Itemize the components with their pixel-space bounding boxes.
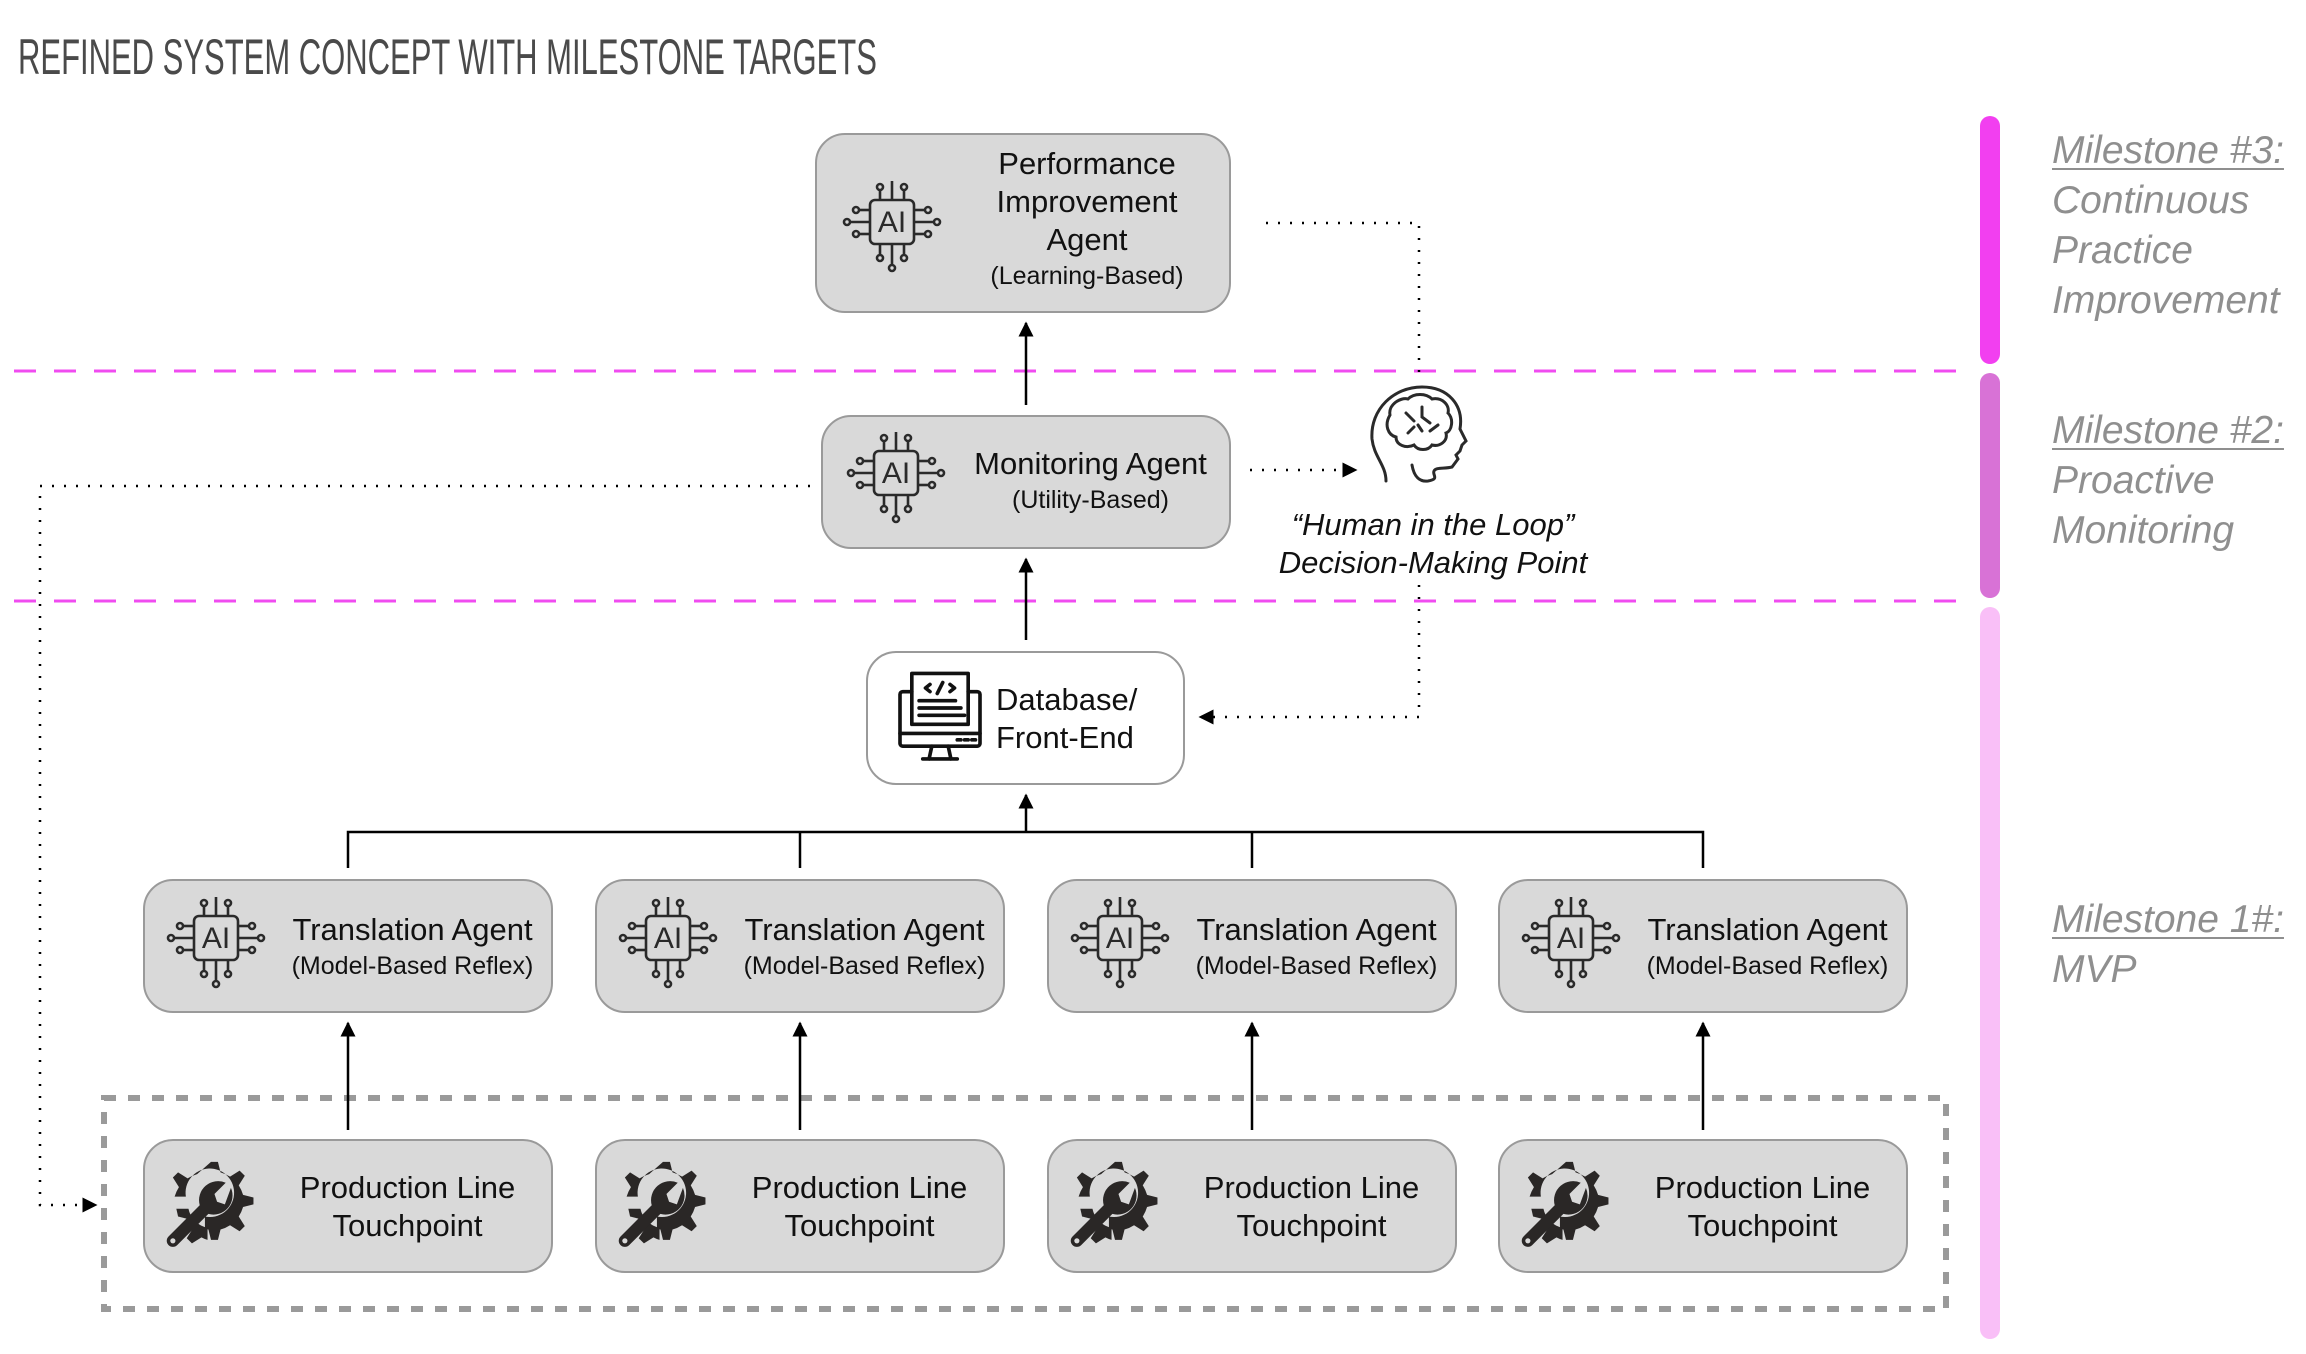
agent-title: Translation Agent (1647, 912, 1888, 947)
agent-subtitle: (Model-Based Reflex) (1195, 952, 1438, 980)
agent-subtitle: (Model-Based Reflex) (291, 952, 534, 980)
production-title-line: Production Line (1203, 1170, 1420, 1205)
production-title-line: Touchpoint (1236, 1208, 1387, 1243)
milestone-line: Practice (2052, 229, 2193, 272)
translation-agent-box[interactable]: AI Translation Agent (Model-Based Reflex… (1498, 879, 1908, 1013)
database-title-line: Front-End (996, 720, 1134, 755)
human-brain-icon (1370, 385, 1468, 483)
agent-subtitle: (Model-Based Reflex) (1646, 952, 1889, 980)
monitoring-agent-box[interactable]: AI Monitoring Agent (Utility-Based) (821, 415, 1231, 549)
production-line-touchpoint-box[interactable]: Production Line Touchpoint (1498, 1139, 1908, 1273)
dotted-arrow-monitoring-to-production (38, 484, 810, 1213)
svg-text:AI: AI (1106, 922, 1134, 955)
svg-text:AI: AI (654, 922, 682, 955)
database-title-line: Database/ (996, 682, 1138, 717)
agent-title: Monitoring Agent (974, 446, 1207, 481)
milestone-line: Improvement (2052, 279, 2280, 322)
ai-chip-icon: AI (1516, 897, 1626, 997)
milestone-1-bar (1980, 607, 2000, 1339)
ai-chip-icon: AI (1065, 897, 1175, 997)
agent-title-line: Agent (1046, 222, 1128, 257)
milestone-1-label: Milestone 1#: MVP (2052, 895, 2284, 995)
agent-title: Translation Agent (744, 912, 985, 947)
production-title-line: Production Line (751, 1170, 968, 1205)
production-title-line: Touchpoint (332, 1208, 483, 1243)
milestone-heading: Milestone 1#: (2052, 898, 2284, 941)
production-title-line: Touchpoint (784, 1208, 935, 1243)
gear-wrench-icon (611, 1155, 715, 1259)
milestone-line: Monitoring (2052, 509, 2235, 552)
milestone-2-label: Milestone #2: Proactive Monitoring (2052, 406, 2284, 556)
milestone-heading: Milestone #3: (2052, 129, 2284, 172)
gear-wrench-icon (1063, 1155, 1167, 1259)
production-line-touchpoint-box[interactable]: Production Line Touchpoint (595, 1139, 1005, 1273)
production-title-line: Production Line (1654, 1170, 1871, 1205)
production-line-touchpoint-box[interactable]: Production Line Touchpoint (1047, 1139, 1457, 1273)
milestone-heading: Milestone #2: (2052, 409, 2284, 452)
agent-title-line: Improvement (996, 184, 1178, 219)
svg-text:AI: AI (882, 457, 910, 490)
dotted-arrow-human-to-database (1198, 585, 1421, 725)
dotted-performance-to-human (1266, 221, 1421, 382)
human-in-the-loop-label: “Human in the Loop” Decision-Making Poin… (1233, 506, 1633, 582)
agent-subtitle: (Model-Based Reflex) (743, 952, 986, 980)
ai-chip-icon: AI (841, 432, 951, 532)
milestone-2-bar (1980, 373, 2000, 598)
svg-text:AI: AI (878, 206, 906, 239)
translation-agent-box[interactable]: AI Translation Agent (Model-Based Reflex… (1047, 879, 1457, 1013)
agent-title-line: Performance (998, 146, 1176, 181)
production-line-touchpoint-box[interactable]: Production Line Touchpoint (143, 1139, 553, 1273)
translation-agent-box[interactable]: AI Translation Agent (Model-Based Reflex… (143, 879, 553, 1013)
milestone-3-label: Milestone #3: Continuous Practice Improv… (2052, 126, 2284, 326)
gear-wrench-icon (1514, 1155, 1618, 1259)
performance-improvement-agent-box[interactable]: AI Performance Improvement Agent (Learni… (815, 133, 1231, 313)
production-title-line: Touchpoint (1687, 1208, 1838, 1243)
milestone-line: Proactive (2052, 459, 2215, 502)
agent-title: Translation Agent (292, 912, 533, 947)
ai-chip-icon: AI (161, 897, 271, 997)
computer-code-icon (890, 668, 990, 768)
translation-bus-connector (346, 830, 1705, 868)
svg-text:AI: AI (202, 922, 230, 955)
production-line-container (101, 1095, 1949, 1312)
database-front-end-box[interactable]: Database/ Front-End (866, 651, 1185, 785)
agent-subtitle: (Utility-Based) (1012, 486, 1169, 514)
translation-agent-box[interactable]: AI Translation Agent (Model-Based Reflex… (595, 879, 1005, 1013)
milestone-line: Continuous (2052, 179, 2250, 222)
milestone-line: MVP (2052, 948, 2137, 991)
production-title-line: Production Line (299, 1170, 516, 1205)
agent-subtitle: (Learning-Based) (990, 262, 1184, 290)
human-label-line: “Human in the Loop” (1291, 507, 1575, 542)
human-label-line: Decision-Making Point (1278, 545, 1588, 580)
page-title: REFINED SYSTEM CONCEPT WITH MILESTONE TA… (18, 29, 877, 85)
ai-chip-icon: AI (613, 897, 723, 997)
gear-wrench-icon (159, 1155, 263, 1259)
svg-text:AI: AI (1557, 922, 1585, 955)
ai-chip-icon: AI (837, 181, 947, 281)
agent-title: Translation Agent (1196, 912, 1437, 947)
milestone-3-bar (1980, 116, 2000, 364)
